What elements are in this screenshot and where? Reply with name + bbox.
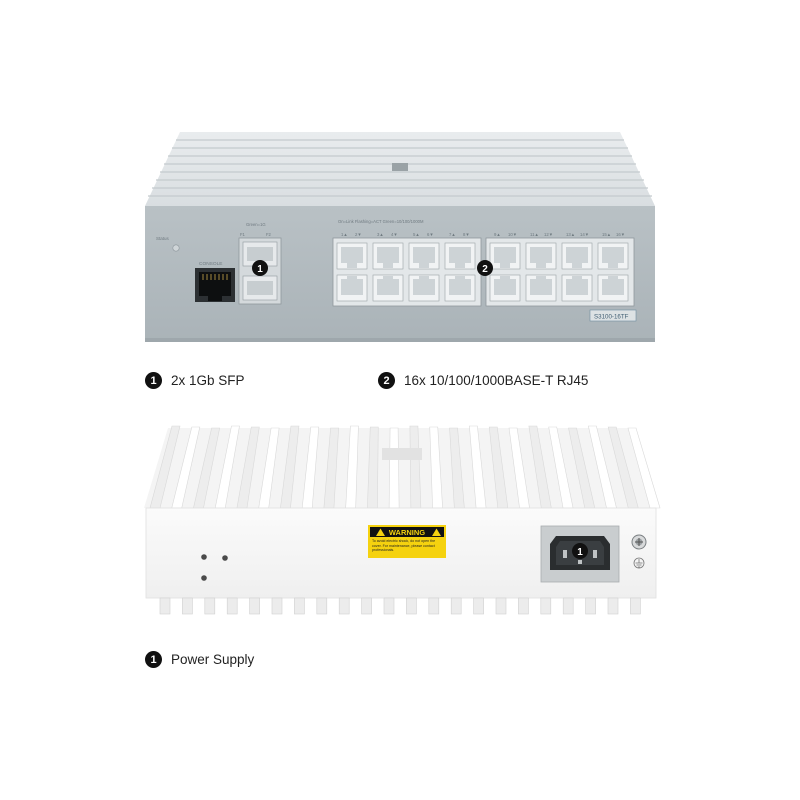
rj45-port-icon[interactable] bbox=[336, 242, 368, 270]
rj45-port-number: 11▲ bbox=[530, 232, 539, 237]
rj45-port-icon[interactable] bbox=[489, 242, 521, 270]
rj45-port-icon[interactable] bbox=[336, 274, 368, 302]
rj45-port-icon[interactable] bbox=[408, 274, 440, 302]
rj45-port-icon[interactable] bbox=[372, 242, 404, 270]
callout-sfp: 1 bbox=[252, 260, 268, 276]
rj45-port-icon[interactable] bbox=[372, 274, 404, 302]
console-label: CONSOLE bbox=[199, 261, 222, 267]
rj45-port-number: 4▼ bbox=[391, 232, 398, 237]
top-label-tag bbox=[392, 163, 408, 171]
mounting-holes bbox=[201, 554, 228, 581]
status-label: Status bbox=[156, 236, 170, 241]
rj45-port-number: 12▼ bbox=[544, 232, 553, 237]
rj45-port-icon[interactable] bbox=[444, 242, 476, 270]
rj45-port-icon[interactable] bbox=[489, 274, 521, 302]
rj45-port-number: 9▲ bbox=[494, 232, 501, 237]
rear-bottom-fins bbox=[159, 597, 641, 615]
rj45-port-number: 5▲ bbox=[413, 232, 420, 237]
warning-triangle-icon bbox=[376, 528, 385, 536]
legend-text: 2x 1Gb SFP bbox=[171, 373, 245, 388]
rj45-port-number: 13▲ bbox=[566, 232, 575, 237]
legend-number-badge: 2 bbox=[378, 372, 395, 389]
sfp-port-icon[interactable] bbox=[242, 275, 278, 301]
rj45-port-grid: 1▲ 2▼ 3▲ 4▼ 5▲ 6▼ 7▲ 8▼ 9▲ 10▼ 11▲ 12▼ 13▲ 14▼ 15▲ 16▼ bbox=[336, 232, 629, 302]
rj45-port-icon[interactable] bbox=[597, 274, 629, 302]
warning-label: WARNING To avoid electric shock, do not … bbox=[368, 525, 446, 558]
rj45-header-label: On=Link Flashing=ACT Green=10/100/1000M bbox=[338, 219, 424, 224]
rj45-port-number: 16▼ bbox=[616, 232, 625, 237]
svg-text:1: 1 bbox=[577, 547, 583, 558]
rj45-port-icon[interactable] bbox=[444, 274, 476, 302]
sfp-port-label-f2: F2 bbox=[266, 232, 272, 237]
warning-title: WARNING bbox=[389, 528, 425, 537]
front-legend-item-sfp: 1 2x 1Gb SFP bbox=[145, 372, 245, 389]
rj45-port-number: 2▼ bbox=[355, 232, 362, 237]
rj45-port-number: 10▼ bbox=[508, 232, 517, 237]
svg-text:1: 1 bbox=[257, 264, 263, 275]
callout-power: 1 bbox=[572, 543, 588, 559]
model-label: S3100-16TF bbox=[594, 314, 629, 321]
legend-number-badge: 1 bbox=[145, 372, 162, 389]
legend-text: 16x 10/100/1000BASE-T RJ45 bbox=[404, 373, 589, 388]
rj45-port-icon[interactable] bbox=[525, 242, 557, 270]
rj45-port-icon[interactable] bbox=[408, 242, 440, 270]
ground-screw-icon[interactable] bbox=[631, 534, 647, 550]
rj45-port-icon[interactable] bbox=[525, 274, 557, 302]
status-led bbox=[172, 244, 180, 252]
callout-rj45: 2 bbox=[477, 260, 493, 276]
rear-legend-item-power: 1 Power Supply bbox=[145, 651, 254, 668]
svg-text:2: 2 bbox=[482, 264, 488, 275]
rj45-port-icon[interactable] bbox=[597, 242, 629, 270]
rj45-port-number: 14▼ bbox=[580, 232, 589, 237]
legend-text: Power Supply bbox=[171, 652, 255, 667]
rear-unit: WARNING To avoid electric shock, do not … bbox=[144, 425, 661, 615]
rj45-port-number: 8▼ bbox=[463, 232, 470, 237]
front-unit: Status CONSOLE Green=1G F1 F2 bbox=[145, 132, 655, 342]
rj45-port-number: 1▲ bbox=[341, 232, 348, 237]
rj45-port-number: 15▲ bbox=[602, 232, 611, 237]
rj45-port-number: 6▼ bbox=[427, 232, 434, 237]
sfp-header-label: Green=1G bbox=[246, 222, 266, 227]
console-port-icon[interactable] bbox=[195, 268, 235, 302]
rj45-port-number: 7▲ bbox=[449, 232, 456, 237]
ground-symbol-icon bbox=[633, 557, 645, 569]
warning-text: To avoid electric shock, do not open the… bbox=[372, 539, 436, 553]
rj45-port-icon[interactable] bbox=[561, 242, 593, 270]
legend-number-badge: 1 bbox=[145, 651, 162, 668]
rj45-port-icon[interactable] bbox=[561, 274, 593, 302]
sfp-port-label-f1: F1 bbox=[240, 232, 246, 237]
rj45-port-number: 3▲ bbox=[377, 232, 384, 237]
sfp-port-icon[interactable] bbox=[242, 241, 278, 267]
front-legend-item-rj45: 2 16x 10/100/1000BASE-T RJ45 bbox=[378, 372, 588, 389]
